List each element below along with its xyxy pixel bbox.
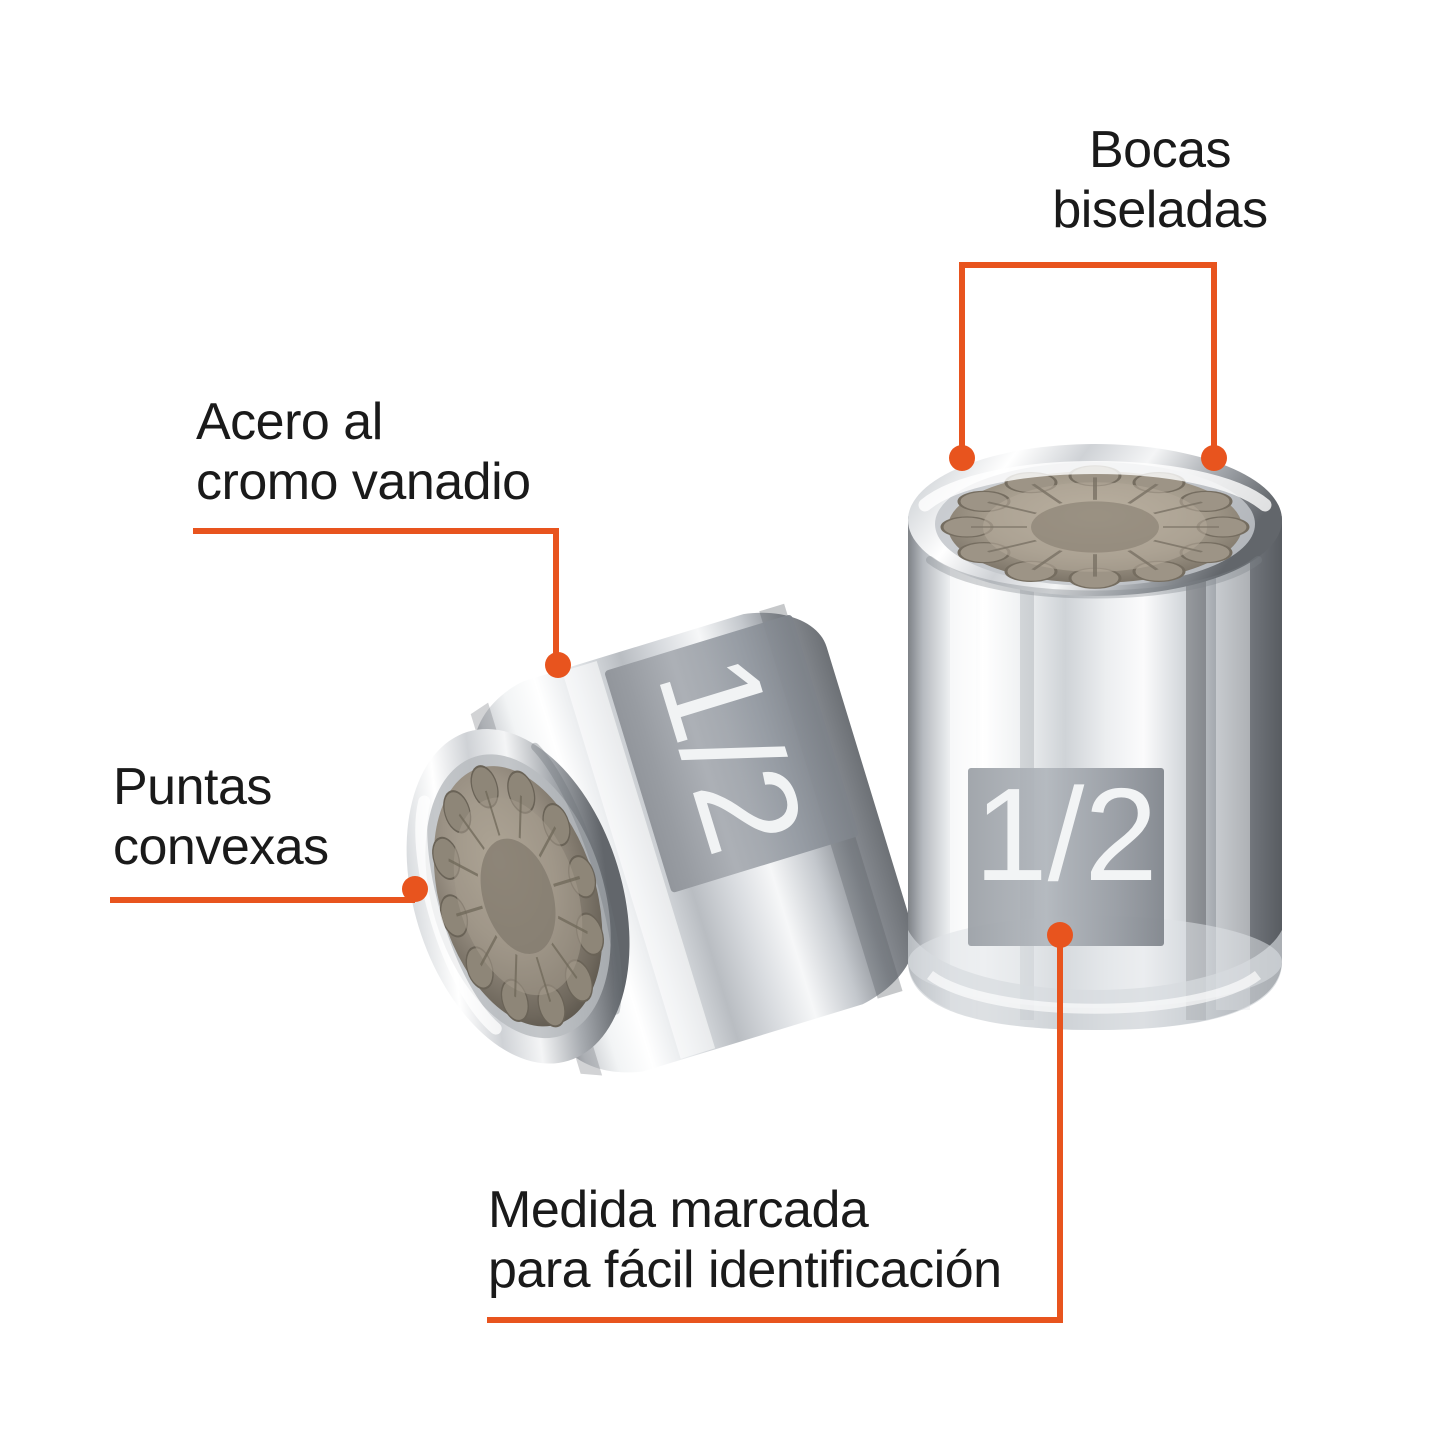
leader-bocas-biseladas [959,262,1217,461]
callout-label-puntas-convexas: Puntas convexas [113,758,329,877]
socket-right-size-text: 1/2 [974,761,1158,908]
socket-right: 1/2 [908,444,1282,1030]
socket-left-size-label [605,614,859,893]
socket-right-size-label [968,768,1164,946]
dot-bocas-right [1201,445,1227,471]
leader-medida [487,935,1063,1323]
dot-puntas [402,876,428,902]
socket-right-twelve-point [940,465,1250,589]
dot-medida [1047,922,1073,948]
callout-label-acero-cromo-vanadio: Acero al cromo vanadio [196,393,531,512]
callout-label-bocas-biseladas: Bocas biseladas [1052,121,1268,240]
dot-acero [545,652,571,678]
callout-dots [402,445,1227,948]
socket-left: 1/2 [406,603,915,1076]
socket-left-twelve-point [432,765,604,1028]
leader-acero [193,528,559,665]
callout-label-medida-marcada: Medida marcada para fácil identificación [488,1181,1002,1300]
dot-bocas-left [949,445,975,471]
